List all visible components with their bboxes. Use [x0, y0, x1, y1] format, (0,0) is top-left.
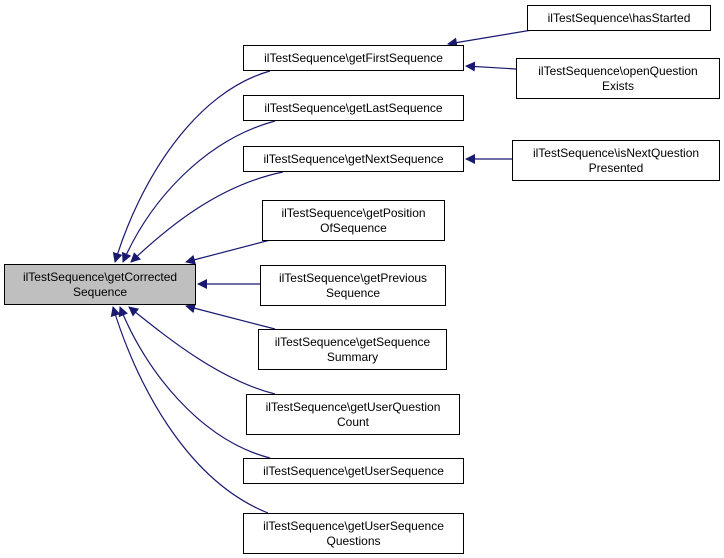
- node-label-line: ilTestSequence\getUserSequence: [263, 518, 444, 533]
- node-label-line: Presented: [588, 160, 644, 175]
- node-get-next-sequence[interactable]: ilTestSequence\getNextSequence: [243, 146, 464, 172]
- node-has-started[interactable]: ilTestSequence\hasStarted: [527, 5, 711, 31]
- node-label-line: Count: [336, 414, 370, 429]
- edge-arrow: [122, 120, 276, 263]
- edge-arrow: [128, 306, 276, 395]
- node-label-line: ilTestSequence\getNextSequence: [263, 151, 444, 166]
- node-label-line: Summary: [326, 349, 379, 364]
- edge-arrow: [185, 237, 279, 265]
- node-label-line: ilTestSequence\getUserSequence: [263, 463, 444, 478]
- node-label-line: Sequence: [325, 285, 381, 300]
- edge-arrow: [185, 303, 276, 330]
- node-get-user-sequence[interactable]: ilTestSequence\getUserSequence: [243, 458, 464, 484]
- node-label-line: ilTestSequence\getFirstSequence: [264, 50, 443, 65]
- node-label-line: Sequence: [72, 284, 128, 299]
- node-get-first-sequence[interactable]: ilTestSequence\getFirstSequence: [243, 45, 464, 71]
- edge-arrow: [130, 171, 284, 263]
- edge-arrow: [465, 61, 517, 72]
- node-label-line: ilTestSequence\openQuestion: [538, 63, 698, 78]
- node-label-line: ilTestSequence\isNextQuestion: [532, 145, 700, 160]
- node-label-line: Exists: [601, 78, 634, 93]
- node-label-line: ilTestSequence\hasStarted: [547, 10, 691, 25]
- edge-arrow: [112, 70, 271, 263]
- node-label-line: Questions: [326, 533, 381, 548]
- edge-arrow: [110, 306, 269, 514]
- node-label-line: ilTestSequence\getPosition: [281, 205, 426, 220]
- node-label-line: ilTestSequence\getPrevious: [278, 270, 428, 285]
- node-get-last-sequence[interactable]: ilTestSequence\getLastSequence: [243, 95, 464, 121]
- edge-arrow: [118, 306, 271, 459]
- node-label-line: ilTestSequence\getSequence: [274, 334, 431, 349]
- edge-arrow: [447, 29, 533, 48]
- node-label-line: ilTestSequence\getLastSequence: [264, 100, 443, 115]
- node-label-line: ilTestSequence\getUserQuestion: [265, 399, 441, 414]
- node-label-line: ilTestSequence\getCorrected: [22, 269, 178, 284]
- node-label-line: OfSequence: [320, 220, 387, 235]
